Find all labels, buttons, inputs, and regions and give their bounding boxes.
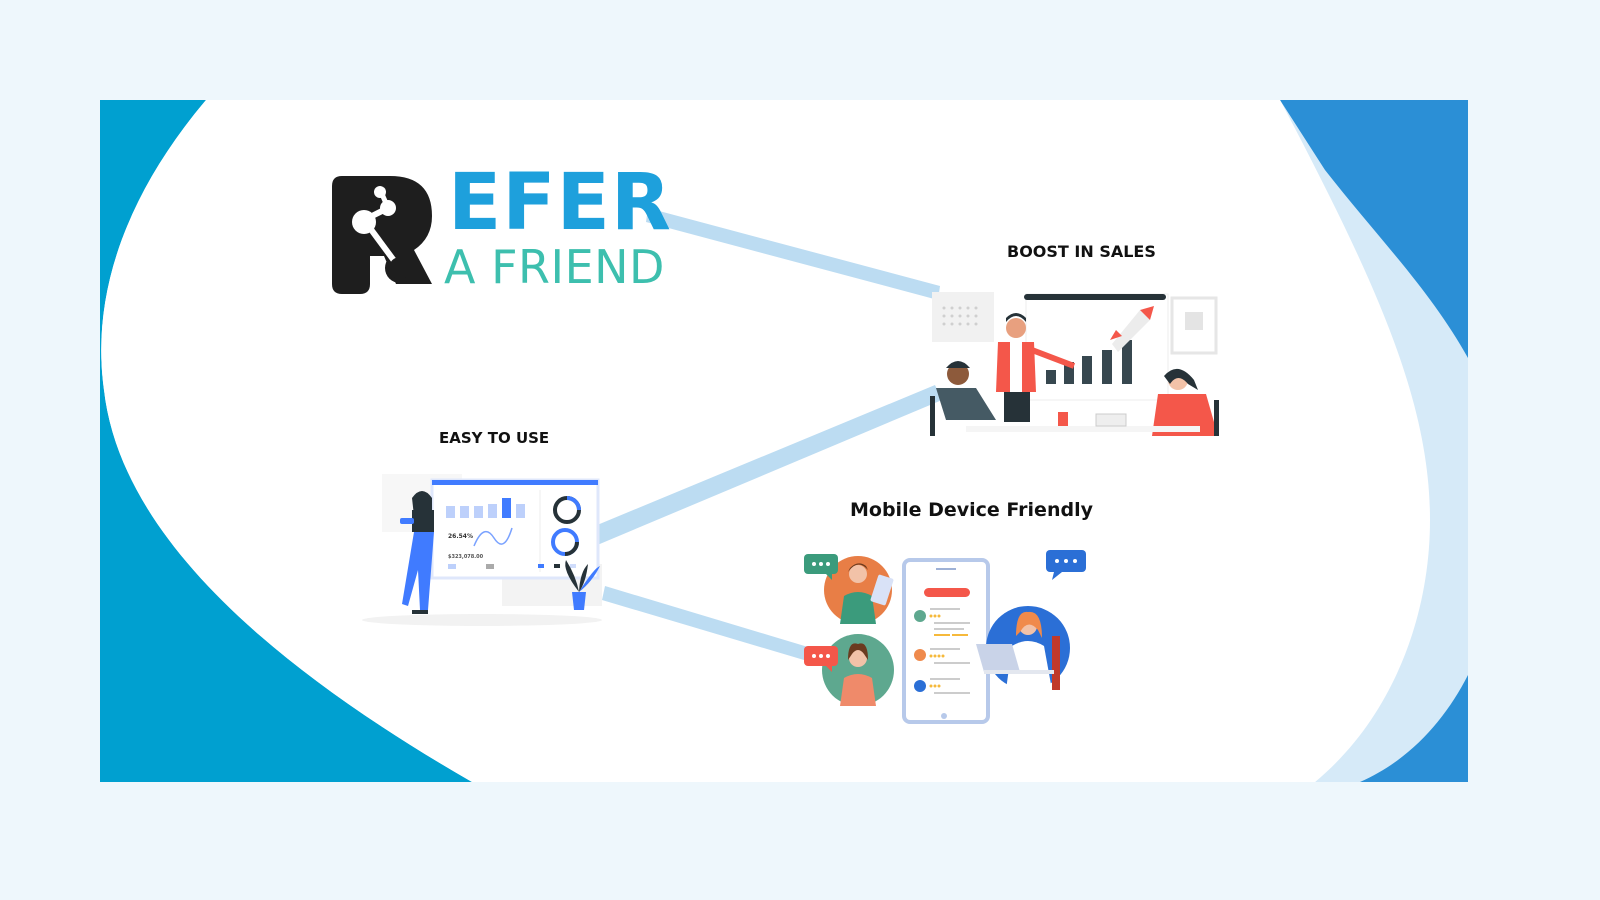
easy-to-use-illustration: 26.54% $323,078.00: [362, 474, 602, 626]
bar-chart-icon: [446, 504, 525, 518]
phone-icon: [902, 558, 990, 724]
desk: [966, 426, 1200, 432]
seated-man: [930, 361, 996, 436]
dashboard-stat: 26.54%: [448, 533, 473, 540]
connector-easy-to-mobile: [602, 586, 808, 660]
connector-easy-to-sales: [590, 385, 942, 546]
mobile-friendly-illustration: [804, 550, 1086, 724]
refer-a-friend-logo: EFER A FRIEND: [332, 164, 672, 304]
white-curve: [101, 100, 1425, 782]
dashboard-amount: $323,078.00: [448, 554, 484, 560]
rocket-icon: [1110, 306, 1154, 352]
standing-woman: [400, 491, 434, 614]
user-avatar-top-left: [824, 556, 894, 624]
line-chart-icon: [473, 527, 513, 547]
logo-r-share-icon: [332, 176, 432, 294]
feature-title-boost-in-sales: BOOST IN SALES: [1007, 242, 1156, 261]
seated-woman: [1152, 368, 1219, 436]
left-wave-shape: [100, 100, 472, 782]
right-wave-top: [1280, 100, 1468, 358]
user-avatar-bottom-left: [822, 634, 894, 706]
plant-icon: [565, 560, 600, 610]
connector-logo-to-sales: [646, 208, 940, 300]
promo-banner: EFER A FRIEND BOOST IN SALES EASY TO USE…: [100, 100, 1468, 782]
chat-bubble-green-icon: [804, 554, 838, 580]
chat-bubble-red-icon: [804, 646, 838, 672]
feature-title-easy-to-use: EASY TO USE: [439, 429, 550, 447]
presenter-man: [996, 313, 1076, 422]
feature-title-mobile-friendly: Mobile Device Friendly: [850, 499, 1093, 521]
background-waves: [100, 100, 1468, 782]
boost-in-sales-illustration: [930, 292, 1219, 436]
calendar-icon: [932, 292, 994, 342]
chat-bubble-blue-icon: [1046, 550, 1086, 580]
logo-word-efer: EFER: [448, 158, 672, 248]
user-avatar-right: [976, 606, 1070, 690]
dashboard-screen: [430, 478, 600, 580]
logo-word-a-friend: A FRIEND: [444, 240, 665, 294]
bar-chart-icon: [1046, 340, 1132, 384]
right-wave-bottom: [1360, 675, 1468, 782]
